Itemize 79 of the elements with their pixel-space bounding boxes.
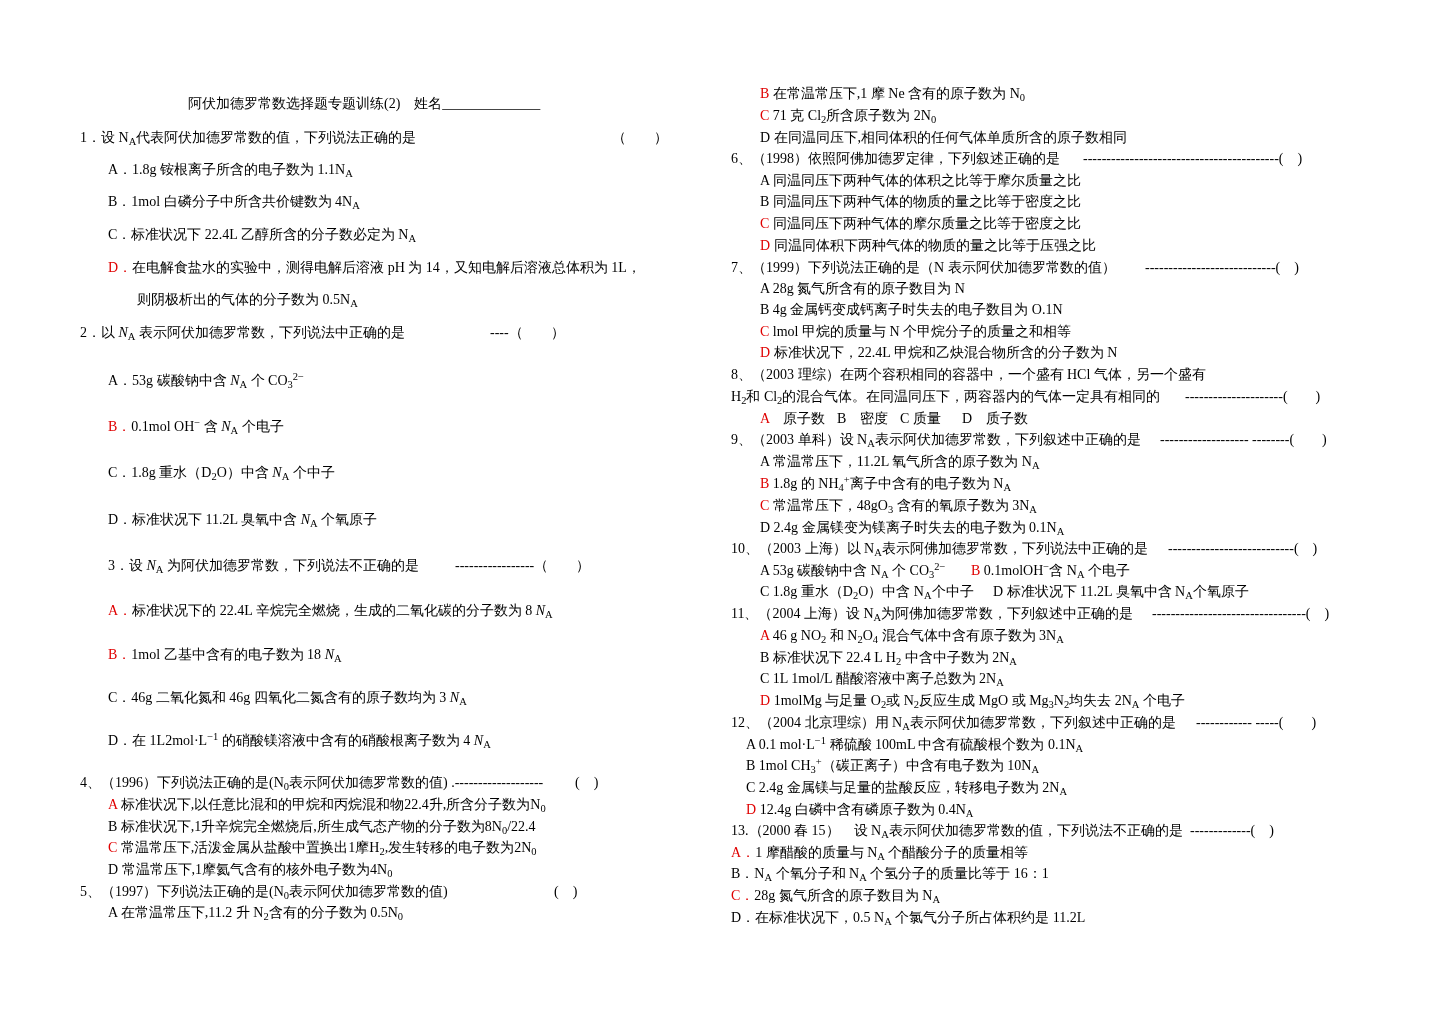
answer-option: C 1.8g 重水（D$_{2}$O）中含 N$_{A}$个中子 — [760, 583, 974, 601]
answer-option: B 1mol CH$_{3}$$^{+}$（碳正离子）中含有电子数为 10N$_{A}$ — [746, 757, 1039, 775]
answer-option: C 常温常压下,活泼金属从盐酸中置换出1摩H$_{2}$,发生转移的电子数为2N$_{0}$ — [108, 839, 537, 857]
question-text: 1．设 N$_{A}$代表阿伏加德罗常数的值，下列说法正确的是 — [80, 129, 417, 147]
answer-option: D 12.4g 白磷中含有磷原子数为 0.4N$_{A}$ — [746, 801, 974, 819]
answer-option: D．标准状况下 11.2L 臭氧中含 N$_{A}$ 个氧原子 — [108, 511, 378, 529]
question-text: 6、（1998）依照阿佛加德罗定律，下列叙述正确的是 — [731, 150, 1060, 168]
answer-option: A．1.8g 铵根离子所含的电子数为 1.1N$_{A}$ — [108, 161, 353, 179]
question-text: 5、（1997）下列说法正确的是(N$_{0}$表示阿伏加德罗常数的值) — [80, 883, 448, 901]
answer-option: D 2.4g 金属镁变为镁离子时失去的电子数为 0.1N$_{A}$ — [760, 519, 1065, 537]
answer-blank: ------------------- --------( ) — [1160, 431, 1327, 449]
answer-option: D 标准状况下 11.2L 臭氧中含 N$_{A}$个氧原子 — [993, 583, 1249, 601]
question-text: 11、（2004 上海）设 N$_{A}$为阿佛加德罗常数，下列叙述中正确的是 — [731, 605, 1134, 623]
answer-option: D 标准状况下，22.4L 甲烷和乙炔混合物所含的分子数为 N — [760, 344, 1118, 362]
question-text: 8、（2003 理综）在两个容积相同的容器中，一个盛有 HCl 气体，另一个盛有 — [731, 366, 1206, 384]
answer-option: A．1 摩醋酸的质量与 N$_{A}$ 个醋酸分子的质量相等 — [731, 844, 1029, 862]
answer-blank: ------------------------------------------( ) — [1083, 150, 1303, 168]
answer-option: D 常温常压下,1摩氦气含有的核外电子数为4N$_{0}$ — [108, 861, 393, 879]
answer-option: B 密度 — [837, 410, 889, 428]
answer-option: C 71 克 Cl$_{2}$所含原子数为 2N$_{0}$ — [760, 107, 937, 125]
answer-option: A 0.1 mol·L$^{−1}$ 稀硫酸 100mL 中含有硫酸根个数为 0.1N$_{A}$ — [746, 736, 1084, 754]
answer-option: D 1molMg 与足量 O$_{2}$或 N$_{2}$反应生成 MgO 或 Mg$_{3}$N$_{2}$均失去 2N$_{A}$ 个电子 — [760, 692, 1185, 710]
answer-option: A 在常温常压下,11.2 升 N$_{2}$含有的分子数为 0.5N$_{0}$ — [108, 904, 404, 922]
answer-option: B 4g 金属钙变成钙离子时失去的电子数目为 O.1N — [760, 301, 1063, 319]
answer-option: B 0.1molOH$^{−}$含 N$_{A}$ 个电子 — [971, 562, 1130, 580]
question-text: 13.（2000 春 15） 设 N$_{A}$表示阿伏加德罗常数的值，下列说法不正确的是 — [731, 822, 1183, 840]
question-text: 3．设 N$_{A}$ 为阿伏加德罗常数，下列说法不正确的是 — [108, 557, 419, 575]
answer-option: B 在常温常压下,1 摩 Ne 含有的原子数为 N$_{0}$ — [760, 85, 1026, 103]
answer-option: C 常温常压下，48gO$_{3}$ 含有的氧原子数为 3N$_{A}$ — [760, 497, 1037, 515]
answer-option: B 标准状况下,1升辛烷完全燃烧后,所生成气态产物的分子数为8N$_{0}$/22.4 — [108, 818, 536, 836]
answer-blank: ----------------------------( ) — [1145, 259, 1299, 277]
answer-option: A 标准状况下,以任意比混和的甲烷和丙烷混和物22.4升,所含分子数为N$_{0}$ — [108, 796, 546, 814]
answer-option: C 质量 — [900, 410, 941, 428]
answer-option: C 1L 1mol/L 醋酸溶液中离子总数为 2N$_{A}$ — [760, 670, 1004, 688]
answer-option: 则阴极析出的气体的分子数为 0.5N$_{A}$ — [137, 291, 358, 309]
answer-option: B 同温同压下两种气体的物质的量之比等于密度之比 — [760, 193, 1081, 211]
answer-blank: -------------( ) — [1190, 822, 1274, 840]
answer-blank: ---------------------( ) — [1185, 388, 1321, 406]
answer-option: D．在电解食盐水的实验中，测得电解后溶液 pH 为 14，又知电解后溶液总体积为 1L， — [108, 259, 641, 277]
answer-blank: -----------------（ ） — [455, 557, 591, 575]
answer-blank: （ ） — [612, 129, 668, 147]
answer-option: C．46g 二氧化氮和 46g 四氧化二氮含有的原子数均为 3 N$_{A}$ — [108, 689, 467, 707]
answer-option: A 原子数 — [760, 410, 826, 428]
answer-option: C lmol 甲烷的质量与 N 个甲烷分子的质量之和相等 — [760, 323, 1072, 341]
question-text: 2．以 N$_{A}$ 表示阿伏加德罗常数，下列说法中正确的是 — [80, 324, 405, 342]
answer-option: D 在同温同压下,相同体积的任何气体单质所含的原子数相同 — [760, 129, 1128, 147]
question-text: 10、（2003 上海）以 N$_{A}$表示阿佛加德罗常数，下列说法中正确的是 — [731, 540, 1148, 558]
answer-option: B．0.1mol OH$^{−}$ 含 N$_{A}$ 个电子 — [108, 418, 284, 436]
answer-option: D 同温同体积下两种气体的物质的量之比等于压强之比 — [760, 237, 1096, 255]
question-text: 12、（2004 北京理综）用 N$_{A}$表示阿伏加德罗常数，下列叙述中正确的是 — [731, 714, 1176, 732]
answer-option: B 1.8g 的 NH$_{4}$$^{+}$离子中含有的电子数为 N$_{A}$ — [760, 475, 1011, 493]
answer-option: D．在 1L2mol·L$^{−1}$ 的硝酸镁溶液中含有的硝酸根离子数为 4 N$_{A}$ — [108, 732, 491, 750]
answer-option: C．1.8g 重水（D$_{2}$O）中含 N$_{A}$ 个中子 — [108, 464, 335, 482]
question-text: 4、（1996）下列说法正确的是(N$_{0}$表示阿伏加德罗常数的值) .------------------- — [80, 774, 544, 792]
answer-option: C．标准状况下 22.4L 乙醇所含的分子数必定为 N$_{A}$ — [108, 226, 417, 244]
answer-option: C．28g 氮气所含的原子数目为 N$_{A}$ — [731, 887, 941, 905]
page-title: 阿伏加德罗常数选择题专题训练(2) 姓名______________ — [188, 95, 541, 113]
answer-blank: ------------ -----( ) — [1196, 714, 1317, 732]
answer-option: B．N$_{A}$ 个氧分子和 N$_{A}$ 个氢分子的质量比等于 16：1 — [731, 865, 1049, 883]
answer-option: D 质子数 — [962, 410, 1029, 428]
answer-blank: ---------------------------( ) — [1168, 540, 1318, 558]
answer-blank: ---------------------------------( ) — [1152, 605, 1330, 623]
answer-option: C 2.4g 金属镁与足量的盐酸反应，转移电子数为 2N$_{A}$ — [746, 779, 1068, 797]
answer-blank: ( ) — [554, 883, 578, 901]
answer-blank: ----（ ） — [490, 324, 565, 342]
question-text: H$_{2}$和 Cl$_{2}$的混合气体。在同温同压下，两容器内的气体一定具有相同的 — [731, 388, 1161, 406]
answer-option: A 46 g NO$_{2}$ 和 N$_{2}$O$_{4}$ 混合气体中含有原子数为 3N$_{A}$ — [760, 627, 1064, 645]
answer-option: B．1mol 乙基中含有的电子数为 18 N$_{A}$ — [108, 646, 342, 664]
answer-option: C 同温同压下两种气体的摩尔质量之比等于密度之比 — [760, 215, 1081, 233]
answer-option: B．1mol 白磷分子中所含共价键数为 4N$_{A}$ — [108, 193, 360, 211]
answer-option: A 28g 氮气所含有的原子数目为 N — [760, 280, 965, 298]
answer-option: A 同温同压下两种气体的体积之比等于摩尔质量之比 — [760, 172, 1081, 190]
question-text: 7、（1999）下列说法正确的是（N 表示阿伏加德罗常数的值） — [731, 259, 1116, 277]
question-text: 9、（2003 单科）设 N$_{A}$表示阿伏加德罗常数，下列叙述中正确的是 — [731, 431, 1141, 449]
answer-option: D．在标准状况下，0.5 N$_{A}$ 个氯气分子所占体积约是 11.2L — [731, 909, 1086, 927]
answer-option: A．标准状况下的 22.4L 辛烷完全燃烧，生成的二氧化碳的分子数为 8 N$_{A}$ — [108, 602, 553, 620]
answer-option: A 常温常压下，11.2L 氧气所含的原子数为 N$_{A}$ — [760, 453, 1040, 471]
answer-blank: ( ) — [575, 774, 599, 792]
answer-option: B 标准状况下 22.4 L H$_{2}$ 中含中子数为 2N$_{A}$ — [760, 649, 1017, 667]
